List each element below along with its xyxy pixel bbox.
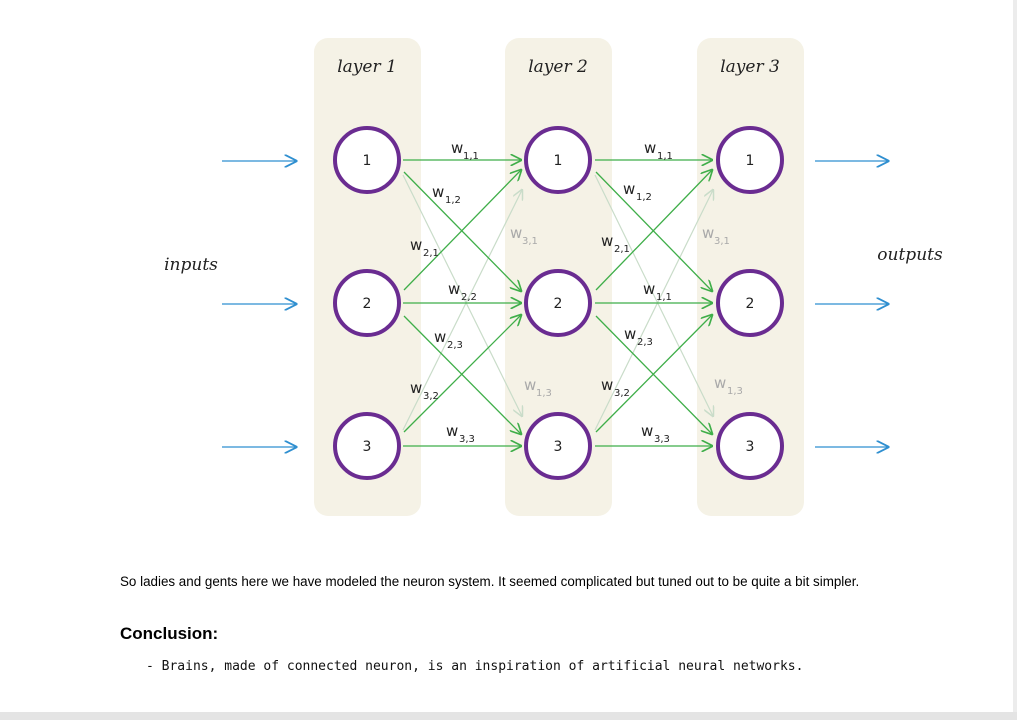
svg-text:w: w (410, 379, 422, 397)
connection-faint (594, 174, 713, 416)
layer-3-node-1: 1 (716, 126, 784, 194)
connection-faint (402, 190, 522, 431)
outputs-label: outputs (877, 245, 943, 265)
svg-text:w: w (451, 139, 463, 157)
svg-text:3: 3 (363, 439, 372, 455)
connection-2-3 (595, 315, 712, 434)
inputs-label: inputs (164, 255, 218, 275)
weight-label-w22: w 2,2 (448, 280, 477, 303)
svg-text:1: 1 (746, 153, 755, 169)
svg-text:3: 3 (746, 439, 755, 455)
svg-text:1: 1 (554, 153, 563, 169)
connection-faint (402, 174, 522, 416)
layer-3-title: layer 3 (720, 57, 780, 77)
layer-3-node-3: 3 (716, 412, 784, 480)
weight-label-w12: w 1,2 (623, 180, 652, 203)
layer-2-node-3: 3 (524, 412, 592, 480)
svg-text:3,2: 3,2 (423, 391, 439, 402)
page-edge (1013, 0, 1017, 712)
scrollbar-track[interactable] (0, 712, 1017, 720)
weight-label-w32: w 3,2 (410, 379, 439, 402)
svg-text:2,1: 2,1 (423, 248, 439, 259)
conclusion-bullet: - Brains, made of connected neuron, is a… (146, 659, 804, 674)
svg-text:2: 2 (746, 296, 755, 312)
weight-label-w33: w 3,3 (446, 422, 475, 445)
svg-text:w: w (623, 180, 635, 198)
svg-text:w: w (601, 232, 613, 250)
svg-text:1: 1 (363, 153, 372, 169)
layer-1-title: layer 1 (337, 57, 397, 77)
neural-network-diagram: layer 1 layer 2 layer 3 input (164, 38, 943, 516)
connection-1-2 (595, 171, 712, 291)
weight-label-w33: w 3,3 (641, 422, 670, 445)
weight-label-w13: w 1,3 (524, 376, 552, 399)
weight-label-w13: w 1,3 (714, 374, 743, 397)
svg-text:w: w (643, 280, 655, 298)
svg-text:3,1: 3,1 (522, 236, 538, 247)
weight-label-w23: w 2,3 (624, 325, 653, 348)
svg-text:w: w (524, 376, 536, 394)
layer-1-node-3: 3 (333, 412, 401, 480)
svg-text:1,3: 1,3 (727, 386, 743, 397)
svg-text:1,3: 1,3 (536, 388, 552, 399)
weight-label-w31: w 3,1 (510, 224, 538, 247)
svg-text:3,1: 3,1 (714, 236, 730, 247)
svg-text:3,3: 3,3 (654, 434, 670, 445)
svg-text:2: 2 (363, 296, 372, 312)
svg-text:w: w (601, 376, 613, 394)
svg-text:1,2: 1,2 (445, 195, 461, 206)
svg-text:1,1: 1,1 (656, 292, 672, 303)
svg-text:w: w (714, 374, 726, 392)
conclusion-heading: Conclusion: (120, 624, 219, 643)
weight-label-w11: w 1,1 (644, 139, 673, 162)
layer-2-title: layer 2 (528, 57, 588, 77)
connection-2-1 (595, 170, 712, 291)
layer-1-node-2: 2 (333, 269, 401, 337)
layer-2-node-2: 2 (524, 269, 592, 337)
svg-text:1,2: 1,2 (636, 192, 652, 203)
weight-label-w21: w 2,1 (410, 236, 439, 259)
layer-1-node-1: 1 (333, 126, 401, 194)
svg-text:2: 2 (554, 296, 563, 312)
connection-3-2 (595, 315, 712, 433)
weight-label-w12: w 1,2 (432, 183, 461, 206)
svg-text:2,3: 2,3 (637, 337, 653, 348)
weight-label-w23: w 2,3 (434, 328, 463, 351)
svg-text:2,1: 2,1 (614, 244, 630, 255)
svg-text:2,2: 2,2 (461, 292, 477, 303)
svg-text:w: w (448, 280, 460, 298)
svg-text:w: w (510, 224, 522, 242)
svg-text:1,1: 1,1 (657, 151, 673, 162)
svg-text:w: w (434, 328, 446, 346)
connection-1-2 (403, 171, 521, 291)
svg-text:1,1: 1,1 (463, 151, 479, 162)
svg-text:2,3: 2,3 (447, 340, 463, 351)
connection-2-3 (403, 315, 521, 434)
weight-label-w31: w 3,1 (702, 224, 730, 247)
weight-label-w32: w 3,2 (601, 376, 630, 399)
svg-text:w: w (644, 139, 656, 157)
svg-text:3,3: 3,3 (459, 434, 475, 445)
layer-3-node-2: 2 (716, 269, 784, 337)
connection-2-1 (403, 170, 521, 291)
weight-label-w11-middle: w 1,1 (643, 280, 672, 303)
weight-label-w11: w 1,1 (451, 139, 479, 162)
svg-text:3: 3 (554, 439, 563, 455)
svg-text:w: w (432, 183, 444, 201)
connection-faint (594, 190, 713, 431)
svg-text:w: w (410, 236, 422, 254)
svg-text:w: w (702, 224, 714, 242)
connection-3-2 (403, 315, 521, 433)
svg-text:w: w (446, 422, 458, 440)
layer-2-node-1: 1 (524, 126, 592, 194)
svg-text:3,2: 3,2 (614, 388, 630, 399)
svg-text:w: w (641, 422, 653, 440)
weight-label-w21: w 2,1 (601, 232, 630, 255)
svg-text:w: w (624, 325, 636, 343)
summary-paragraph: So ladies and gents here we have modeled… (120, 574, 860, 589)
